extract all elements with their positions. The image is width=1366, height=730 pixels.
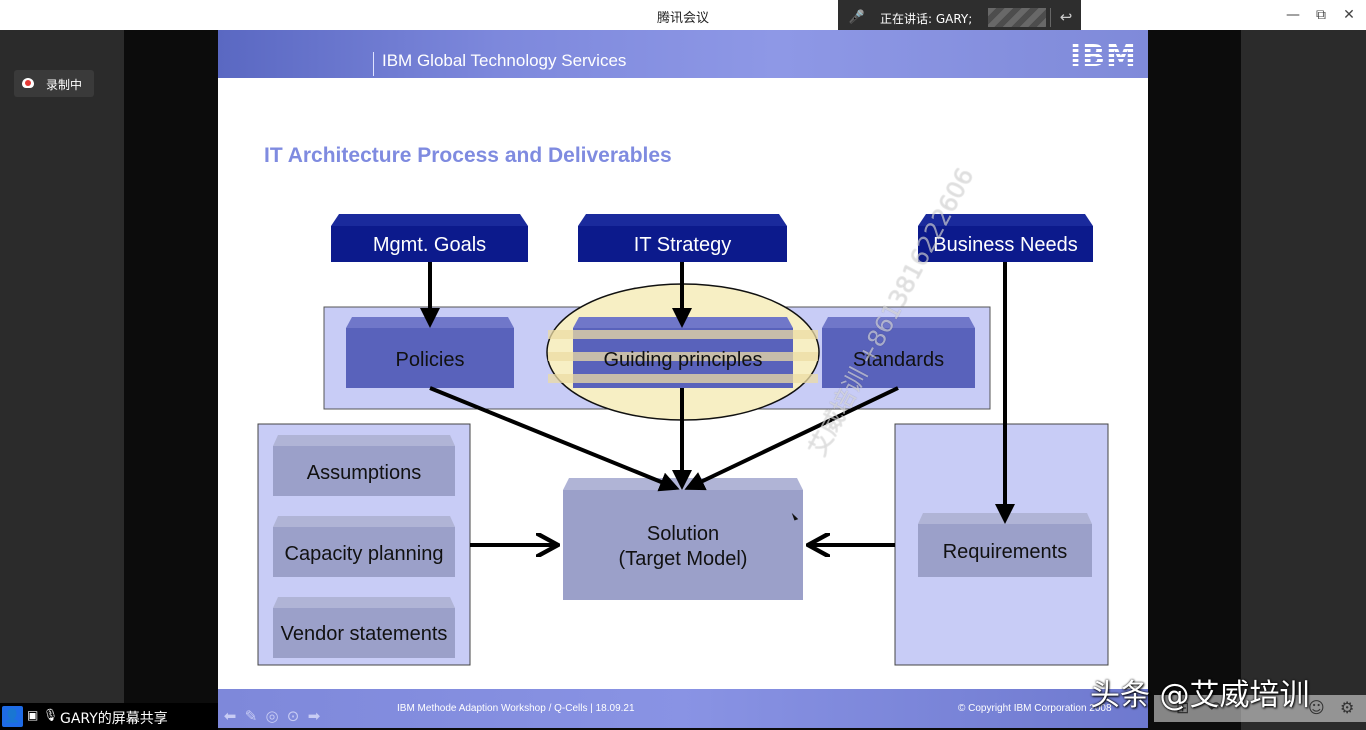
guiding-principles-label: Guiding principles bbox=[604, 349, 763, 371]
toolbar-icon-1[interactable]: ⊞ bbox=[1176, 698, 1190, 717]
standards-box: Standards bbox=[822, 317, 975, 388]
person-icon[interactable]: 👤 bbox=[2, 706, 23, 727]
close-button[interactable]: ✕ bbox=[1343, 7, 1355, 23]
assumptions-label: Assumptions bbox=[307, 462, 422, 484]
left-panel bbox=[0, 30, 124, 730]
business-needs-box: Business Needs bbox=[918, 214, 1093, 262]
recording-label: 录制中 bbox=[46, 78, 83, 92]
banner-title: IBM Global Technology Services bbox=[382, 51, 627, 70]
right-panel bbox=[1241, 30, 1366, 730]
blurred-avatars bbox=[988, 8, 1046, 27]
slides-menu-icon[interactable]: ◎ bbox=[265, 707, 279, 725]
divider bbox=[1050, 8, 1051, 27]
solution-label-2: (Target Model) bbox=[619, 548, 748, 570]
speaker-indicator: 🎤 正在讲话: GARY; ↩ bbox=[838, 0, 1081, 35]
speaker-text: 正在讲话: GARY; bbox=[880, 12, 973, 26]
capacity-planning-label: Capacity planning bbox=[285, 543, 444, 565]
slide-banner: IBM Global Technology Services IBM bbox=[218, 30, 1148, 78]
capacity-planning-box: Capacity planning bbox=[273, 516, 455, 577]
screen-share-icon: ▣ bbox=[27, 708, 39, 722]
mgmt-goals-label: Mgmt. Goals bbox=[373, 234, 486, 256]
recording-badge[interactable]: 录制中 bbox=[14, 70, 94, 97]
diagram-arrows bbox=[420, 262, 1015, 545]
share-status-bar: 👤 ▣ 🎙 GARY的屏幕共享 bbox=[0, 703, 218, 730]
toolbar-icon-2[interactable]: ↶ bbox=[1208, 698, 1222, 717]
ibm-logo: IBM bbox=[1070, 39, 1137, 74]
more-options-icon[interactable]: ⊙ bbox=[286, 707, 300, 725]
banner-divider bbox=[373, 52, 374, 76]
pen-icon[interactable]: ✎ bbox=[244, 707, 258, 725]
arrow-standards-solution bbox=[684, 386, 899, 491]
microphone-icon: 🎙 bbox=[43, 708, 59, 722]
requirements-label: Requirements bbox=[943, 541, 1068, 563]
emoji-icon[interactable]: ☺ bbox=[1308, 698, 1325, 717]
cloud-record-icon bbox=[22, 78, 34, 88]
requirements-box: Requirements bbox=[918, 513, 1092, 577]
policies-box: Policies bbox=[346, 317, 514, 388]
slide-heading: IT Architecture Process and Deliverables bbox=[264, 144, 672, 167]
prev-arrow-icon[interactable]: ⬅ bbox=[223, 707, 237, 725]
it-strategy-box: IT Strategy bbox=[578, 214, 787, 262]
assumptions-box: Assumptions bbox=[273, 435, 455, 496]
minimize-button[interactable]: — bbox=[1286, 7, 1300, 23]
arrow-policies-solution bbox=[429, 386, 680, 492]
muted-mic-icon[interactable]: 🎤 bbox=[848, 10, 866, 25]
window-title: 腾讯会议 bbox=[656, 11, 709, 26]
architecture-diagram: Mgmt. Goals IT Strategy Business Needs P… bbox=[257, 214, 1109, 666]
standards-label: Standards bbox=[853, 349, 944, 371]
restore-button[interactable]: ⧉ bbox=[1316, 7, 1326, 23]
solution-box: Solution (Target Model) bbox=[563, 478, 803, 600]
footer-copyright: © Copyright IBM Corporation 2008 bbox=[958, 703, 1112, 714]
slide-nav: ⬅ ✎ ◎ ⊙ ➡ bbox=[220, 706, 330, 728]
guiding-principles-group: Guiding principles bbox=[546, 283, 820, 421]
corner-watermark: 头条 @艾威培训 bbox=[1090, 678, 1310, 713]
next-arrow-icon[interactable]: ➡ bbox=[307, 707, 321, 725]
shared-slide: IBM Global Technology Services IBM IT Ar… bbox=[218, 30, 1148, 728]
title-bar: 腾讯会议 — ⧉ ✕ bbox=[0, 0, 1366, 30]
business-needs-label: Business Needs bbox=[933, 234, 1078, 256]
it-strategy-label: IT Strategy bbox=[634, 234, 731, 256]
footer-left-text: IBM Methode Adaption Workshop / Q-Cells … bbox=[397, 703, 635, 714]
solution-label-1: Solution bbox=[647, 523, 719, 545]
policies-label: Policies bbox=[396, 349, 465, 371]
mgmt-goals-box: Mgmt. Goals bbox=[331, 214, 528, 262]
vendor-statements-label: Vendor statements bbox=[281, 623, 448, 645]
vendor-statements-box: Vendor statements bbox=[273, 597, 455, 658]
back-arrow-icon[interactable]: ↩ bbox=[1059, 8, 1073, 26]
settings-gear-icon[interactable]: ⚙ bbox=[1340, 698, 1355, 717]
presentation-toolbar: ⊞ ↶ ☺ ⚙ bbox=[1154, 695, 1366, 722]
share-status-text: GARY的屏幕共享 bbox=[60, 711, 168, 727]
slide-footer: IBM Methode Adaption Workshop / Q-Cells … bbox=[218, 689, 1148, 728]
